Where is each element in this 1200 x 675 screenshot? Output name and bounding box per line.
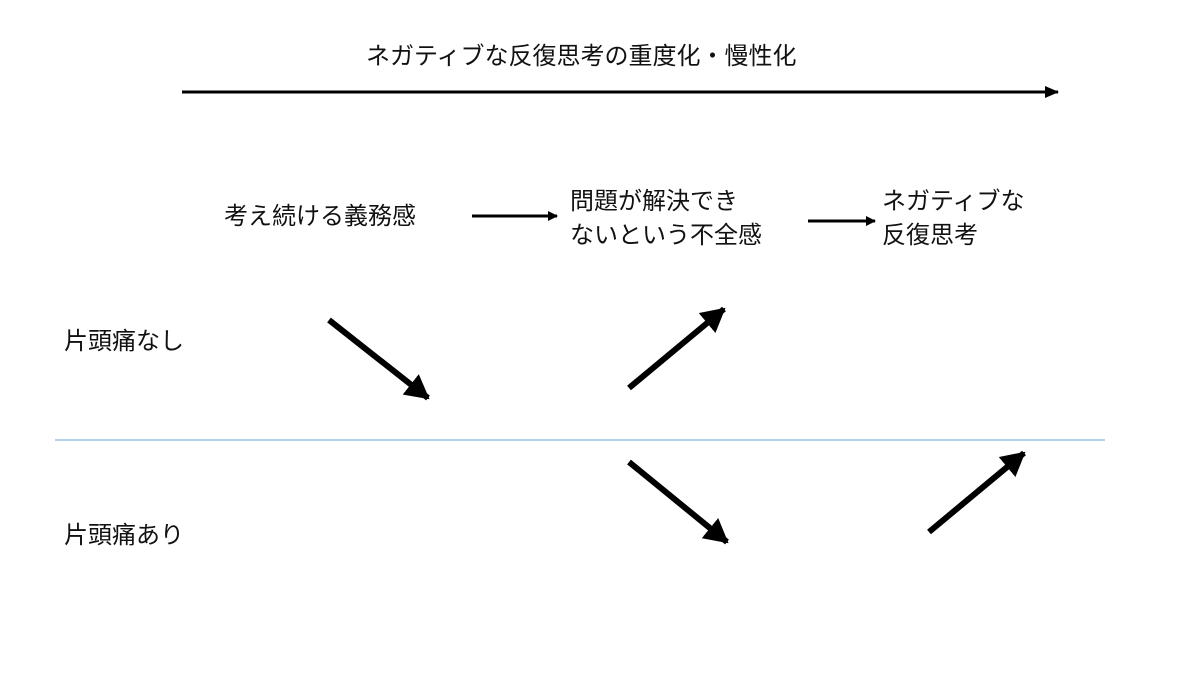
stage-incompleteness-line2: ないという不全感 — [570, 221, 762, 249]
diagram-title: ネガティブな反復思考の重度化・慢性化 — [366, 42, 797, 70]
stage-negative-thinking-line2: 反復思考 — [882, 221, 978, 249]
group-label-migraine: 片頭痛あり — [64, 521, 184, 549]
group2-arrow-down — [627, 459, 729, 545]
group1-arrow-up — [627, 306, 726, 391]
stage-negative-thinking-line1: ネガティブな — [882, 187, 1025, 215]
group2-arrow-up — [927, 450, 1026, 535]
group1-arrow-down — [327, 317, 430, 401]
stage-incompleteness-line1: 問題が解決でき — [570, 187, 738, 215]
stage-obligation-line1: 考え続ける義務感 — [224, 202, 416, 230]
group-label-no-migraine: 片頭痛なし — [64, 327, 184, 355]
